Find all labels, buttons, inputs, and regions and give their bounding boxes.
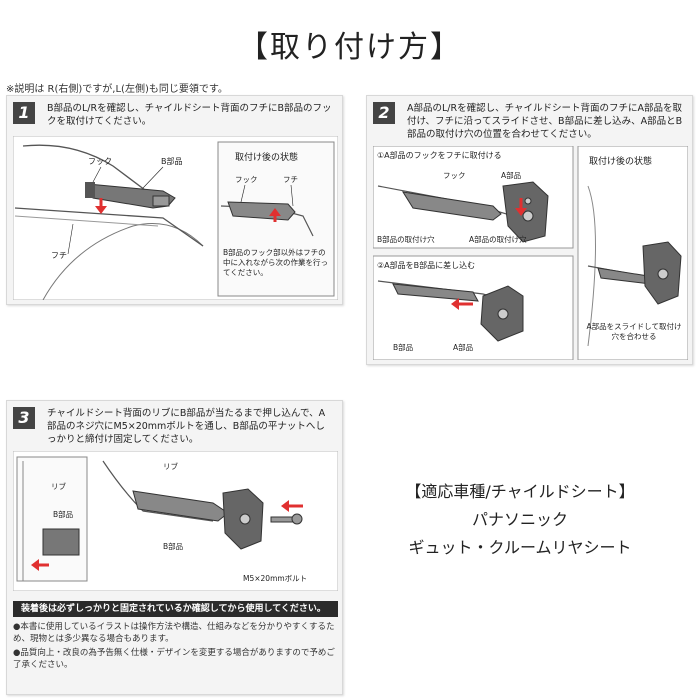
- step-3-rib-label: リブ: [51, 481, 66, 491]
- fine-print: ●本書に使用しているイラストは操作方法や構造、仕組みなどを分かりやすくするため、…: [13, 621, 338, 673]
- warning-bar: 装着後は必ずしっかりと固定されているか確認してから使用してください。: [13, 601, 338, 617]
- step-3-number: 3: [13, 407, 35, 429]
- step-3-part-b-label-2: B部品: [163, 541, 183, 551]
- step-1-illustration: フック B部品 フチ 取付け後の状態 フック フチ B部品のフック部以外はフチの…: [13, 136, 338, 300]
- step-2-a-hole-label: A部品の取付け穴: [469, 234, 527, 244]
- step-1-edge-label: フチ: [51, 251, 67, 260]
- step-2-after-title: 取付け後の状態: [589, 155, 652, 167]
- step-2-hook-label: フック: [443, 171, 466, 180]
- step-1-edge-label-2: フチ: [283, 175, 298, 184]
- step-3-text: チャイルドシート背面のリブにB部品が当たるまで押し込んで、A部品のネジ穴にM5×…: [47, 408, 326, 445]
- fine-print-item: ●品質向上・改良の為予告無く仕様・デザインを変更する場合がありますので予めご了承…: [13, 648, 335, 670]
- compatibility-model: ギュット・クルームリヤシート: [408, 538, 632, 557]
- step-2-illustration: ①A部品のフックをフチに取付ける フック A部品 B部品の取付け穴 A部品の取付…: [373, 146, 688, 360]
- step-3-panel: 3 チャイルドシート背面のリブにB部品が当たるまで押し込んで、A部品のネジ穴にM…: [6, 400, 343, 695]
- step-2-part-a-label-2: A部品: [453, 342, 473, 352]
- fine-print-item: ●本書に使用しているイラストは操作方法や構造、仕組みなどを分かりやすくするため、…: [13, 622, 335, 644]
- step-2-sub2-title: ②A部品をB部品に差し込む: [377, 260, 475, 270]
- compatibility-brand: パナソニック: [471, 510, 568, 529]
- step-1-inset-note: B部品のフック部以外はフチの中に入れながら次の作業を行ってください。: [223, 248, 328, 277]
- step-1-hook-label-2: フック: [235, 175, 258, 184]
- step-2-part-b-label: B部品: [393, 342, 413, 352]
- page-title: 【取り付け方】: [238, 30, 462, 65]
- step-3-rib-label-2: リブ: [163, 461, 178, 471]
- step-3-part-b-label: B部品: [53, 509, 73, 519]
- step-2-sub1-title: ①A部品のフックをフチに取付ける: [377, 150, 502, 160]
- step-1-after-title: 取付け後の状態: [235, 151, 298, 163]
- step-1-number: 1: [13, 102, 35, 124]
- step-1-panel: 1 B部品のL/Rを確認し、チャイルドシート背面のフチにB部品のフックを取付けて…: [6, 95, 343, 305]
- step-2-part-a-label: A部品: [501, 170, 521, 180]
- step-3-bolt-label: M5×20mmボルト: [243, 574, 307, 583]
- step-1-part-b-label: B部品: [161, 156, 183, 166]
- step-2-text: A部品のL/Rを確認し、チャイルドシート背面のフチにA部品を取付け、フチに沿って…: [407, 103, 683, 140]
- step-2-b-hole-label: B部品の取付け穴: [377, 234, 435, 244]
- step-2-panel: 2 A部品のL/Rを確認し、チャイルドシート背面のフチにA部品を取付け、フチに沿…: [366, 95, 693, 365]
- step-2-after-note: A部品をスライドして取付け穴を合わせる: [586, 322, 682, 341]
- step-3-illustration: リブ B部品 リブ B部品 M5×20mmボルト: [13, 451, 338, 591]
- step-1-hook-label: フック: [88, 157, 112, 166]
- top-note: ※説明は R(右側)ですが,L(左側)も同じ要領です。: [6, 84, 228, 95]
- compatibility-block: 【適応車種/チャイルドシート】 パナソニック ギュット・クルームリヤシート: [350, 478, 690, 562]
- compatibility-heading: 【適応車種/チャイルドシート】: [405, 482, 635, 501]
- step-2-number: 2: [373, 102, 395, 124]
- step-1-text: B部品のL/Rを確認し、チャイルドシート背面のフチにB部品のフックを取付けてくだ…: [47, 103, 332, 127]
